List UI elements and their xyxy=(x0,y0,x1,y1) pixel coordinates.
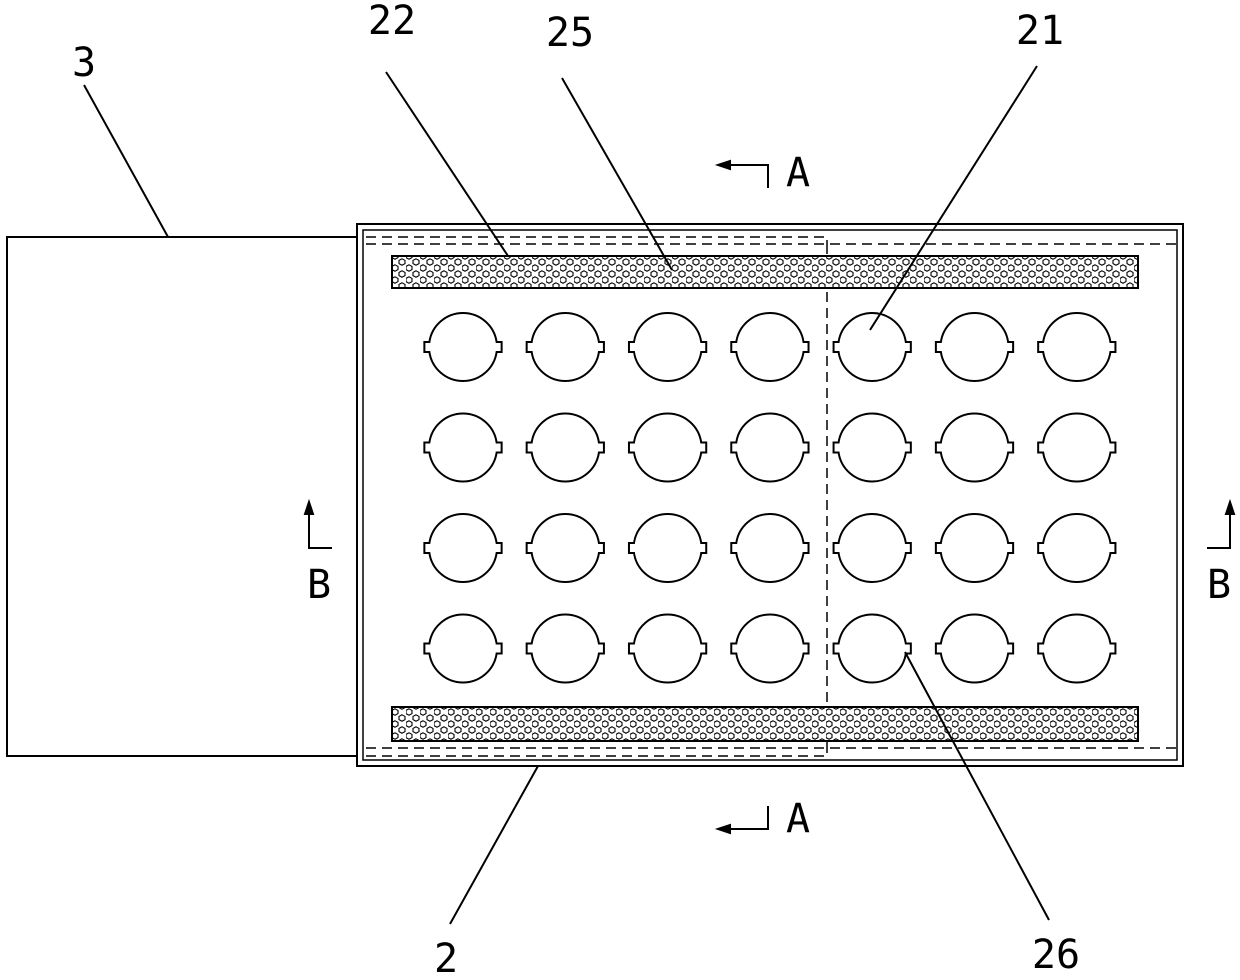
hole-r1-c6 xyxy=(936,313,1013,381)
hole-r1-c5 xyxy=(834,313,911,381)
hole-r1-c1 xyxy=(424,313,501,381)
hole-r2-c3 xyxy=(629,413,706,481)
hole-r4-c7 xyxy=(1038,615,1115,683)
hole-r4-c2 xyxy=(527,615,604,683)
label-21: 21 xyxy=(1016,8,1064,54)
hole-r4-c5 xyxy=(834,614,911,682)
leader-3 xyxy=(84,85,168,237)
section-b-right-marker xyxy=(1207,502,1230,548)
label-26: 26 xyxy=(1032,932,1080,978)
hole-r4-c4 xyxy=(731,614,808,682)
hole-r1-c3 xyxy=(629,313,706,381)
leader-2 xyxy=(450,766,538,924)
hole-r3-c1 xyxy=(424,514,501,582)
section-b-left-marker xyxy=(309,502,332,548)
section-a-top-arrow-icon xyxy=(718,161,730,169)
hole-r4-c3 xyxy=(629,614,706,682)
frame-inner xyxy=(363,230,1177,760)
hole-r1-c7 xyxy=(1038,313,1115,381)
hole-grid xyxy=(424,313,1115,683)
leader-25 xyxy=(562,78,672,270)
leader-26 xyxy=(905,652,1049,920)
leader-21 xyxy=(870,66,1037,330)
hole-r2-c2 xyxy=(527,414,604,482)
section-b-right-arrow-icon xyxy=(1226,502,1234,514)
hole-r2-c5 xyxy=(834,413,911,481)
section-a-bottom-arrow-icon xyxy=(718,825,730,833)
hole-r2-c6 xyxy=(936,413,1013,481)
hole-r1-c2 xyxy=(527,313,604,381)
frame-outer xyxy=(357,224,1183,766)
mesh-strip-bottom xyxy=(392,707,1138,741)
label-2: 2 xyxy=(434,936,458,980)
label-section-b-left: B xyxy=(307,562,331,608)
hole-r3-c6 xyxy=(936,514,1013,582)
tray-outline xyxy=(7,237,357,756)
hidden-tray-edge-bottom xyxy=(366,748,827,756)
label-3: 3 xyxy=(72,40,96,86)
label-section-b-right: B xyxy=(1207,562,1231,608)
hole-r2-c4 xyxy=(731,413,808,481)
hole-r4-c1 xyxy=(424,615,501,683)
label-section-a-bottom: A xyxy=(786,796,810,842)
hidden-tray-edge-top xyxy=(366,237,827,244)
leader-22 xyxy=(386,72,508,256)
hole-r3-c3 xyxy=(629,514,706,582)
hole-r4-c6 xyxy=(936,614,1013,682)
label-22: 22 xyxy=(368,0,416,44)
hole-r3-c2 xyxy=(527,514,604,582)
hole-r2-c1 xyxy=(424,414,501,482)
label-25: 25 xyxy=(546,10,594,56)
hole-r2-c7 xyxy=(1038,414,1115,482)
hole-r3-c4 xyxy=(731,514,808,582)
section-b-left-arrow-icon xyxy=(305,502,313,514)
hole-r3-c5 xyxy=(834,514,911,582)
hole-r1-c4 xyxy=(731,313,808,381)
hole-r3-c7 xyxy=(1038,514,1115,582)
mesh-strip-top xyxy=(392,256,1138,288)
label-section-a-top: A xyxy=(786,150,810,196)
